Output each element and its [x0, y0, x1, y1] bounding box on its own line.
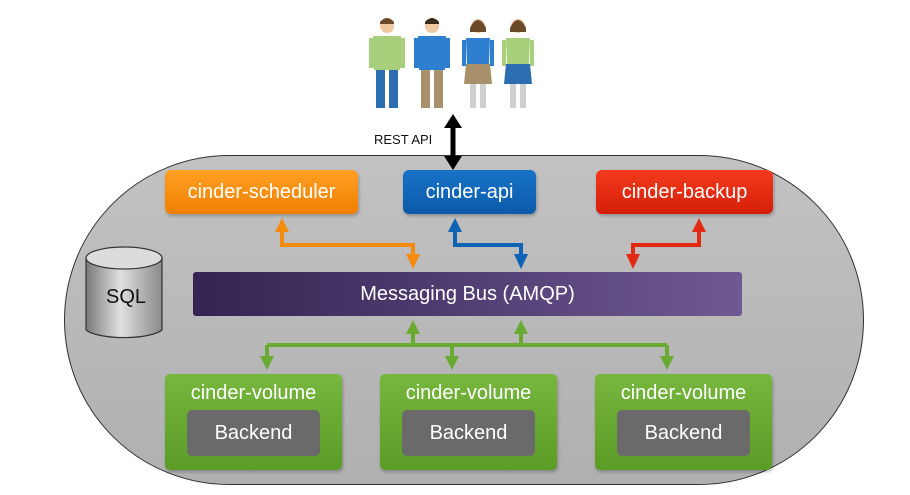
api-bus-connector [448, 218, 528, 269]
cinder-volume-label: cinder-volume [405, 382, 532, 404]
cinder-volume-box: cinder-volume Backend [380, 374, 557, 470]
backup-bus-connector [626, 218, 706, 269]
cinder-scheduler-box: cinder-scheduler [165, 170, 358, 214]
cinder-api-label: cinder-api [425, 180, 514, 203]
cinder-volume-box: cinder-volume Backend [595, 374, 772, 470]
cinder-volume-box: cinder-volume Backend [165, 374, 342, 470]
backend-box: Backend [402, 410, 535, 456]
sql-label: SQL [105, 286, 147, 308]
rest-api-label: REST API [374, 132, 433, 147]
user-icon [414, 18, 450, 108]
cinder-volume-label: cinder-volume [190, 382, 317, 404]
messaging-bus-label: Messaging Bus (AMQP) [360, 282, 575, 305]
scheduler-bus-connector [275, 218, 420, 269]
cinder-backup-label: cinder-backup [621, 180, 748, 203]
cinder-backup-box: cinder-backup [596, 170, 773, 214]
user-icon [502, 19, 534, 108]
backend-label: Backend [429, 421, 508, 444]
bus-volume-connector [260, 320, 674, 370]
backend-box: Backend [617, 410, 750, 456]
messaging-bus: Messaging Bus (AMQP) [193, 272, 742, 316]
backend-label: Backend [644, 421, 723, 444]
user-icon [462, 19, 494, 108]
cinder-volume-label: cinder-volume [620, 382, 747, 404]
cinder-scheduler-label: cinder-scheduler [187, 180, 336, 203]
database-icon [85, 246, 163, 339]
backend-label: Backend [214, 421, 293, 444]
user-icon [369, 18, 405, 108]
rest-api-arrow [444, 114, 462, 170]
backend-box: Backend [187, 410, 320, 456]
cinder-api-box: cinder-api [403, 170, 536, 214]
